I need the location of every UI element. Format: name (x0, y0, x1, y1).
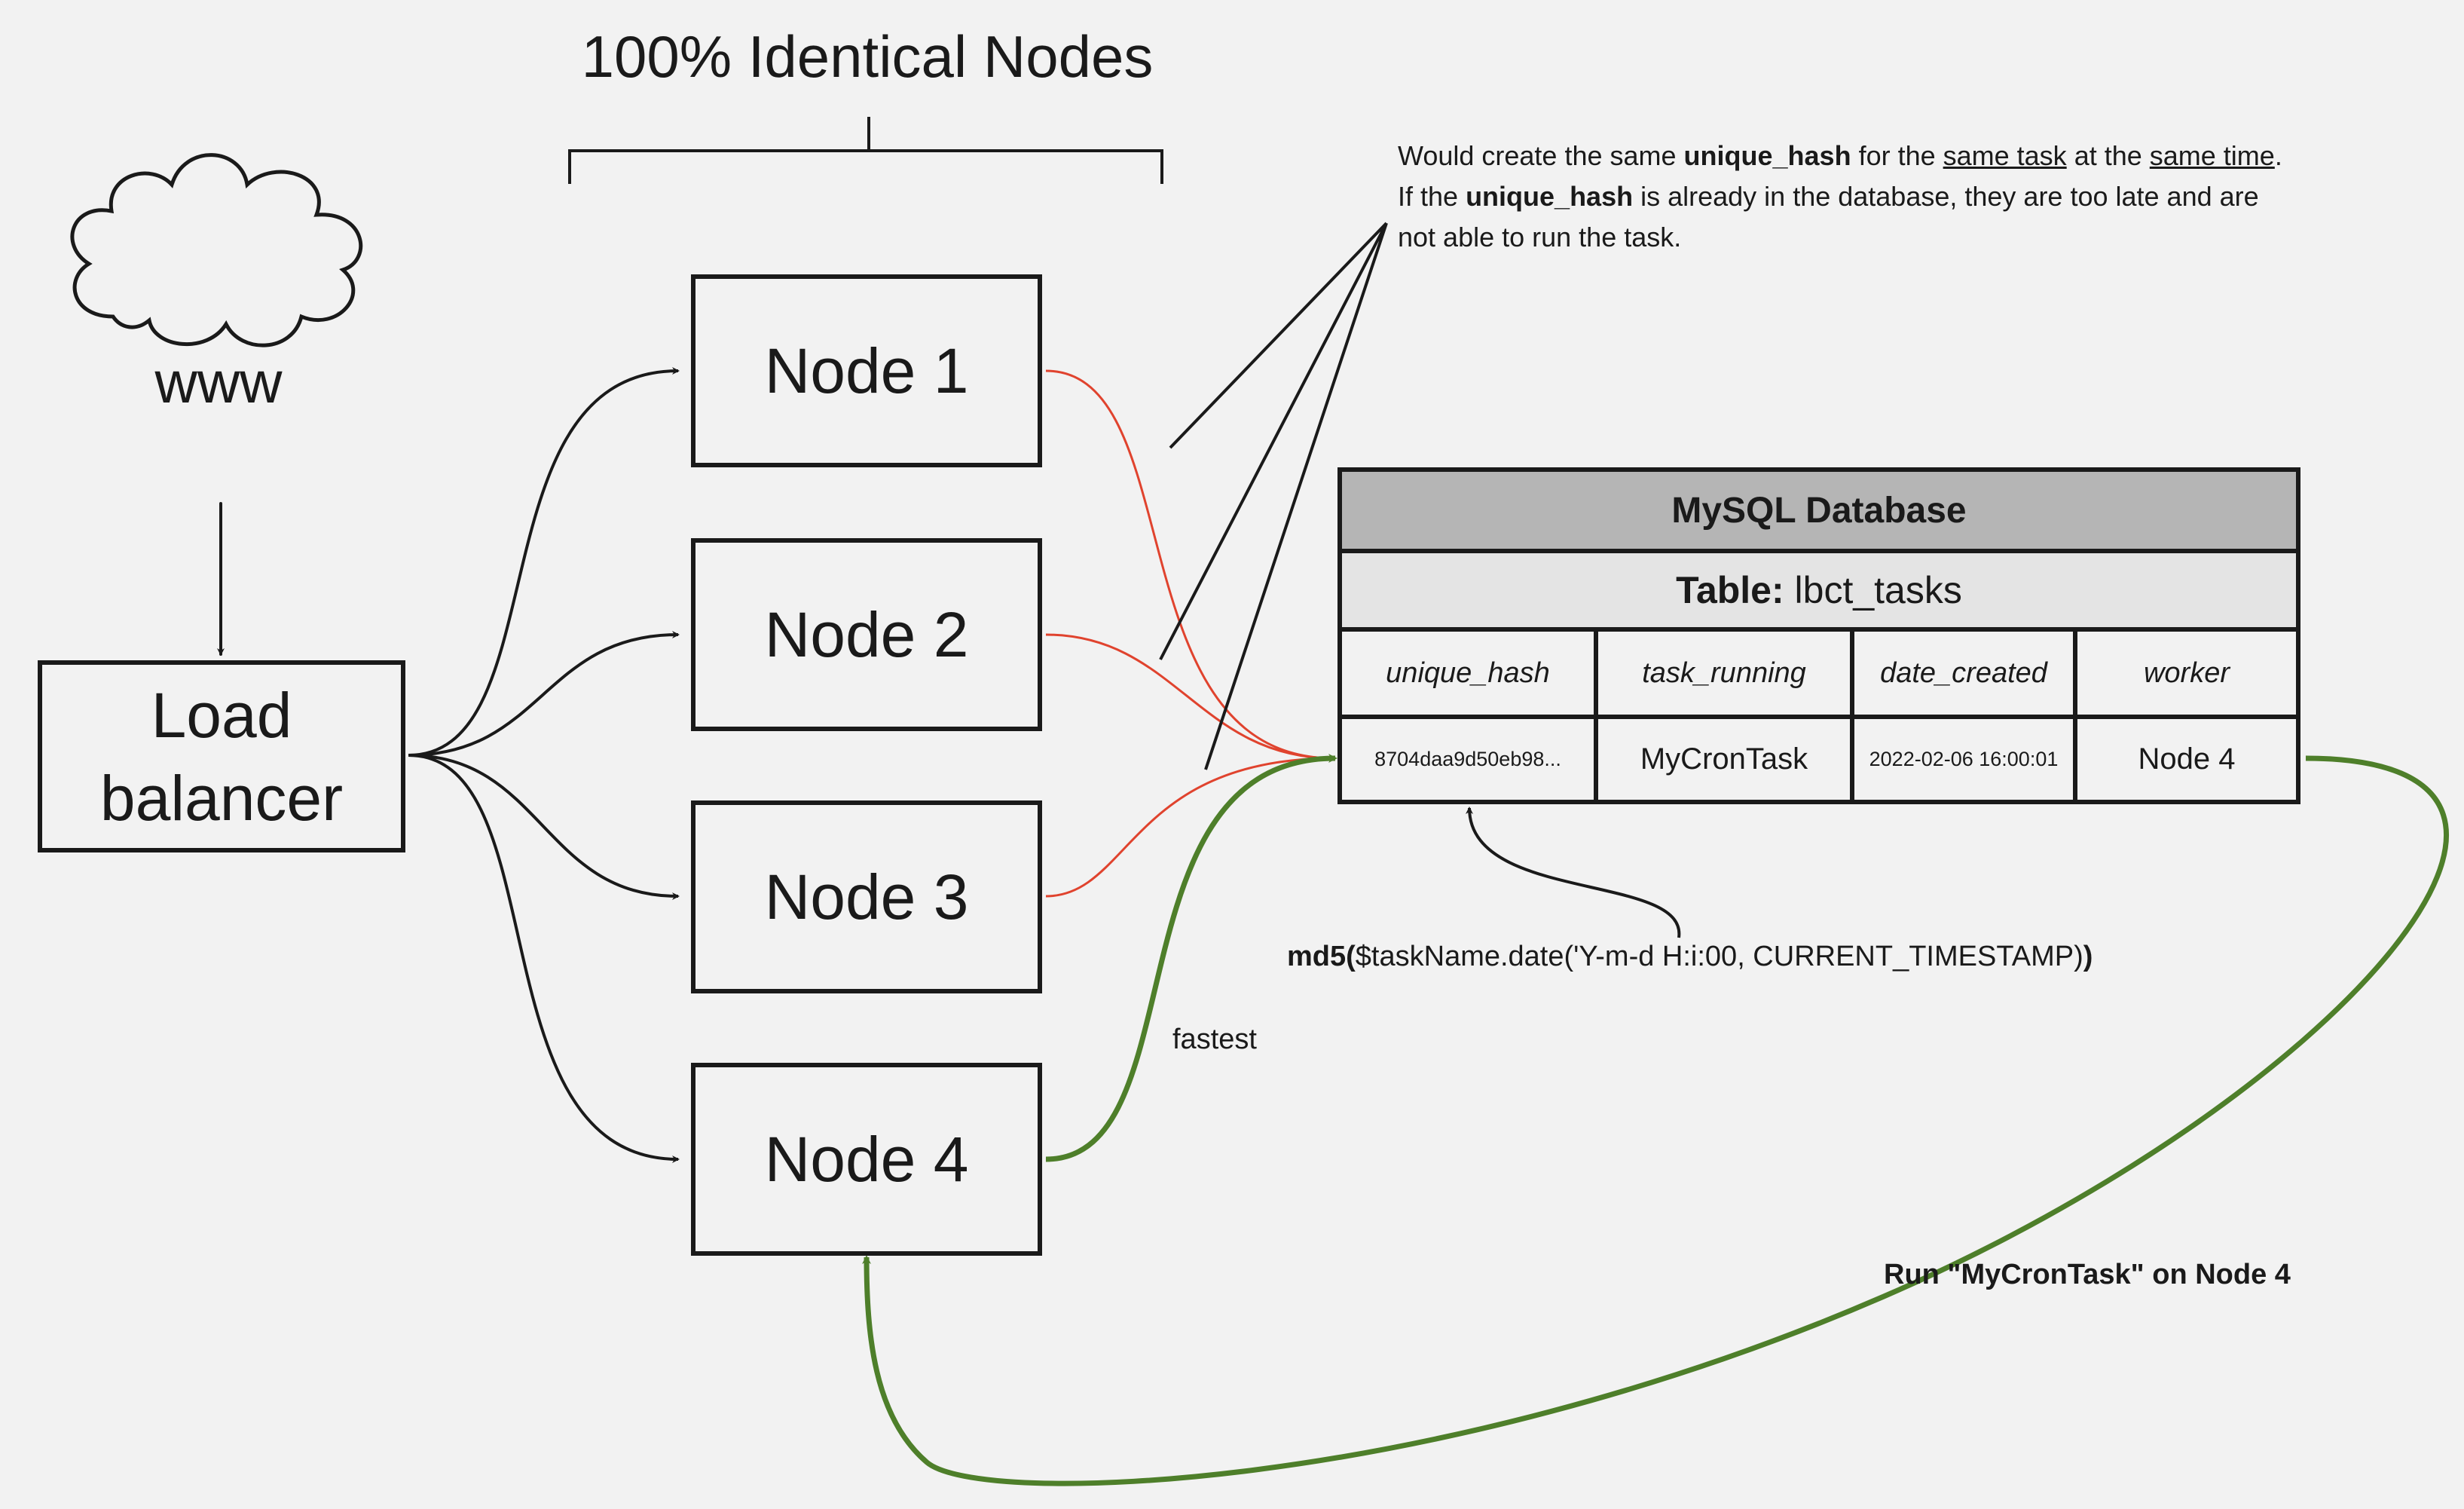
hash-formula-caption: md5($taskName.date('Y-m-d H:i:00, CURREN… (1287, 941, 2093, 972)
lb-to-node3-arrow (408, 754, 680, 900)
lb-to-node2-arrow (408, 631, 680, 757)
fastest-label: fastest (1172, 1024, 1257, 1055)
load-balancer-label: Load balancer (99, 679, 344, 834)
database-title: MySQL Database (1342, 472, 2296, 553)
table-header-row: unique_hash task_running date_created wo… (1342, 632, 2296, 719)
identical-nodes-bracket (568, 117, 1163, 184)
node4-to-db-fastest-path (1045, 754, 1337, 1162)
cell-task-running: MyCronTask (1598, 719, 1854, 800)
node2-to-db-path (1045, 633, 1334, 760)
node-1-label: Node 1 (764, 335, 969, 406)
run-task-label: Run "MyCronTask" on Node 4 (1884, 1259, 2291, 1290)
node1-to-db-path (1045, 369, 1334, 760)
column-header-task-running: task_running (1598, 632, 1854, 715)
diagram-title: 100% Identical Nodes (581, 23, 1154, 90)
table-name-row: Table: lbct_tasks (1342, 553, 2296, 632)
note-line-3: not able to run the task. (1398, 222, 1682, 253)
cell-unique-hash: 8704daa9d50eb98... (1342, 719, 1598, 800)
node-3-box: Node 3 (691, 800, 1042, 993)
column-header-date-created: date_created (1854, 632, 2077, 715)
load-balancer-box: Load balancer (38, 660, 405, 852)
note-pointer-lines (1159, 222, 1388, 770)
table-prefix: Table: (1676, 569, 1784, 611)
column-header-worker: worker (2143, 657, 2230, 689)
node-2-box: Node 2 (691, 538, 1042, 731)
www-cloud-shape (70, 153, 362, 347)
table-name: lbct_tasks (1794, 569, 1962, 611)
hash-caption-arrow (1466, 807, 1681, 938)
node-2-label: Node 2 (764, 598, 969, 670)
db-to-node4-run-path (862, 755, 2449, 1486)
mysql-database-table: MySQL Database Table: lbct_tasks unique_… (1337, 467, 2300, 804)
node-3-label: Node 3 (764, 861, 969, 932)
lb-to-node4-arrow (408, 754, 680, 1163)
node-4-box: Node 4 (691, 1063, 1042, 1256)
unique-hash-note: Would create the same unique_hash for th… (1398, 136, 2282, 258)
node3-to-db-path (1045, 757, 1334, 898)
column-header-unique-hash: unique_hash (1342, 632, 1598, 715)
cell-date-created: 2022-02-06 16:00:01 (1854, 719, 2077, 800)
www-label: www (154, 349, 283, 415)
node-4-label: Node 4 (764, 1123, 969, 1195)
cell-worker: Node 4 (2138, 742, 2236, 776)
note-line-2: If the unique_hash is already in the dat… (1398, 181, 2259, 212)
note-line-1: Would create the same unique_hash for th… (1398, 140, 2282, 171)
lb-to-node1-arrow (408, 367, 680, 757)
table-row: 8704daa9d50eb98... MyCronTask 2022-02-06… (1342, 719, 2296, 800)
node-1-box: Node 1 (691, 274, 1042, 467)
